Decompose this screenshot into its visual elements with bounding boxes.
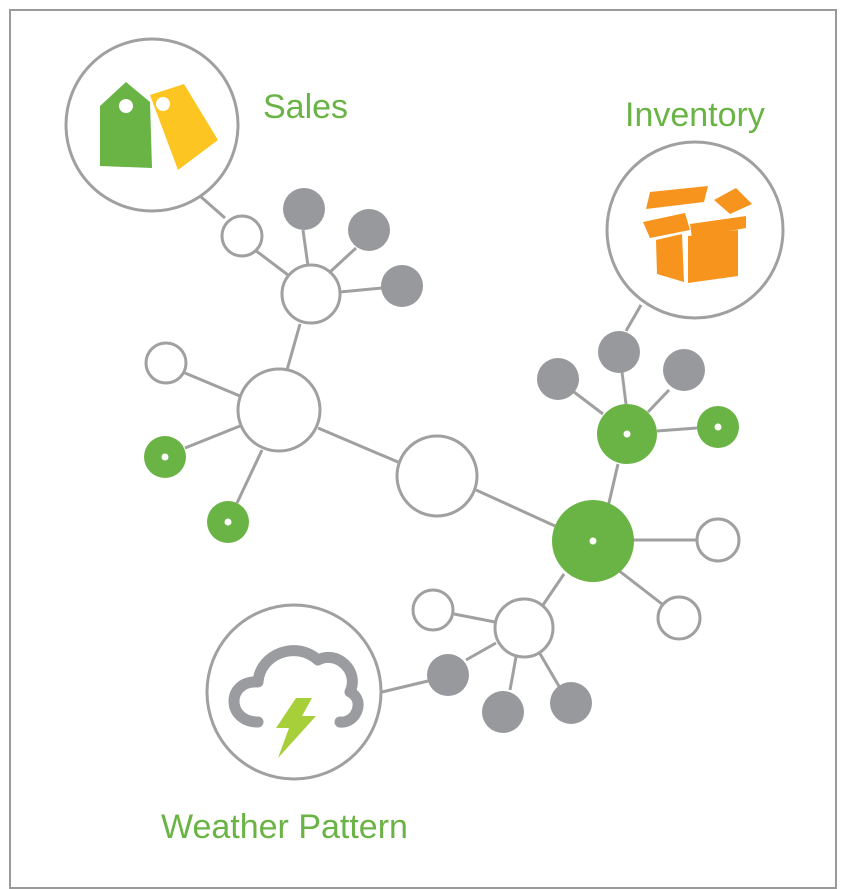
gray-node [427, 654, 469, 696]
inventory-hub [605, 140, 785, 320]
gray-node [537, 358, 579, 400]
green-nodes [144, 404, 739, 582]
gray-node [348, 209, 390, 251]
white-node [695, 517, 741, 563]
gray-node [550, 682, 592, 724]
white-node [411, 588, 455, 632]
sales-hub [64, 37, 240, 213]
gray-node [381, 265, 423, 307]
open-box-icon [643, 186, 752, 283]
sales-label: Sales [263, 88, 348, 126]
gray-node [598, 331, 640, 373]
white-node [236, 367, 322, 453]
white-node [493, 597, 555, 659]
white-node [144, 341, 188, 385]
network-edges [184, 194, 698, 694]
white-node [220, 214, 264, 258]
storm-cloud-icon [228, 645, 364, 758]
white-node [395, 434, 479, 518]
inventory-label: Inventory [625, 96, 765, 134]
weather-hub [205, 603, 383, 781]
weather-pattern-label: Weather Pattern [161, 808, 408, 846]
white-nodes [144, 214, 741, 659]
gray-node [663, 349, 705, 391]
price-tags-icon [100, 82, 218, 170]
gray-node [283, 188, 325, 230]
white-node [656, 595, 702, 641]
white-node [280, 263, 342, 325]
gray-nodes [283, 188, 705, 733]
gray-node [482, 691, 524, 733]
network-diagram: Sales Inventory Weather Pattern [64, 37, 785, 846]
